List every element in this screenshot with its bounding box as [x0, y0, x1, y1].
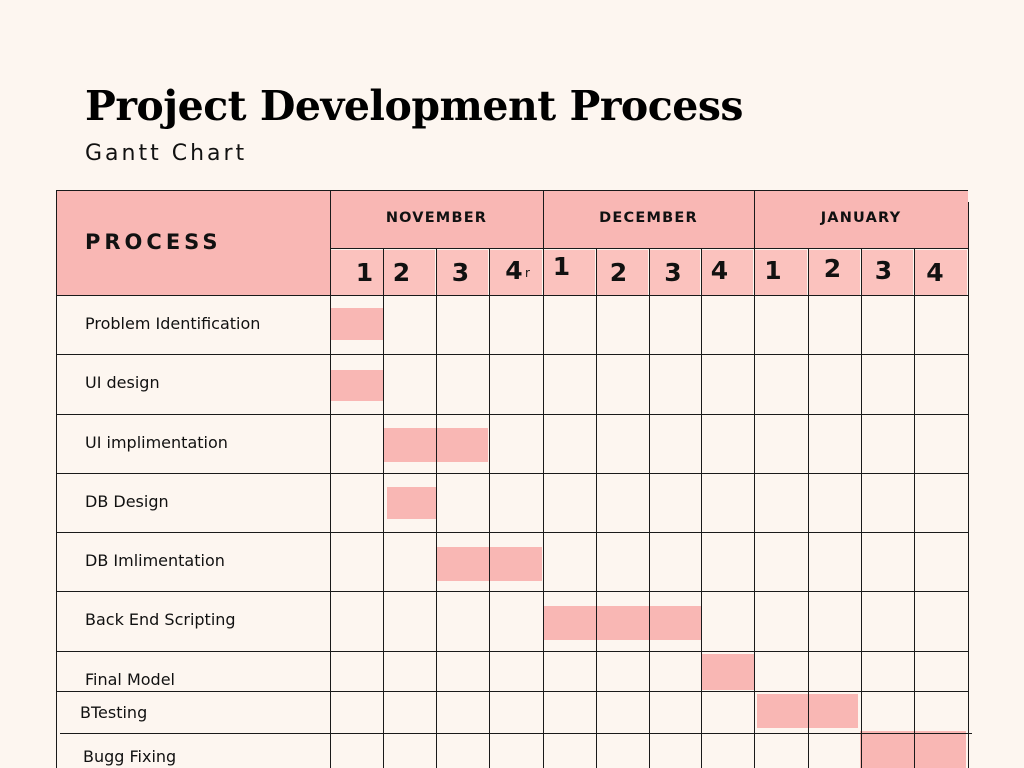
grid-line-week-sep — [383, 248, 384, 768]
week-label: 4 — [926, 258, 944, 287]
gantt-bar — [331, 370, 383, 401]
week-header-cell — [384, 250, 435, 295]
month-label-november: NOVEMBER — [385, 210, 488, 226]
week-header-cell — [809, 250, 860, 295]
process-column-header: PROCESS — [85, 230, 222, 254]
week-label: 2 — [823, 254, 842, 283]
week-label: 3 — [664, 258, 682, 287]
task-label: DB Design — [85, 492, 169, 511]
grid-line-week-sep — [701, 248, 702, 768]
grid-line-process-sep — [330, 190, 331, 768]
gantt-bar — [387, 487, 436, 519]
task-label: DB Imlimentation — [85, 551, 225, 570]
month-label-january: JANUARY — [820, 210, 902, 226]
grid-line-row — [56, 354, 968, 355]
grid-line-week-sep — [596, 248, 597, 768]
week-label: 4 — [505, 256, 523, 285]
grid-line-week-sep — [968, 202, 969, 768]
gantt-bar — [702, 654, 754, 690]
week-label: 3 — [874, 256, 893, 285]
grid-line-row — [56, 295, 968, 296]
week-label: 3 — [451, 258, 470, 287]
week-header-cell — [862, 250, 913, 295]
task-label: Back End Scripting — [85, 610, 236, 629]
grid-line-week-sep — [489, 248, 490, 768]
grid-line-month-sep — [754, 190, 755, 768]
week-header-cell — [702, 250, 753, 295]
week-header-cell — [597, 250, 648, 295]
grid-line-row — [56, 473, 968, 474]
grid-line-row — [56, 414, 968, 415]
stray-mark: r — [525, 266, 530, 280]
week-header-cell — [544, 250, 595, 295]
grid-line-week-sep — [649, 248, 650, 768]
task-label: Bugg Fixing — [83, 747, 177, 766]
month-label-december: DECEMBER — [599, 210, 698, 226]
grid-line-row — [56, 591, 968, 592]
chart-title: Project Development Process — [85, 82, 744, 130]
week-header-cell — [915, 250, 967, 295]
grid-line-row — [56, 651, 968, 652]
week-header-cell — [331, 250, 383, 295]
grid-line-row — [56, 532, 968, 533]
task-label: BTesting — [80, 703, 148, 722]
task-label: UI implimentation — [85, 433, 228, 452]
task-label: Problem Identification — [85, 314, 261, 333]
week-header-cell — [755, 250, 807, 295]
week-label: 2 — [392, 258, 411, 287]
task-label: UI design — [85, 373, 160, 392]
gantt-bar — [757, 694, 858, 728]
grid-line-week-sep — [914, 248, 915, 768]
task-label: Final Model — [85, 670, 175, 689]
chart-subtitle: Gantt Chart — [85, 141, 248, 166]
process-header-cell — [56, 190, 330, 295]
grid-line-row — [56, 691, 968, 692]
grid-line-left — [56, 190, 57, 768]
grid-line-header-top — [56, 190, 968, 191]
week-header-cell — [650, 250, 700, 295]
week-label: 1 — [355, 258, 374, 287]
week-label: 4 — [710, 256, 729, 285]
week-label: 1 — [764, 256, 782, 285]
week-header-cell — [490, 250, 542, 295]
gantt-bar — [860, 731, 966, 768]
week-label: 2 — [609, 258, 628, 287]
week-header-cell — [437, 250, 488, 295]
grid-line-week-sep — [861, 248, 862, 768]
grid-line-row — [60, 733, 972, 734]
week-label: 1 — [552, 252, 571, 281]
month-header-row — [330, 190, 968, 248]
grid-line-month-sep — [543, 190, 544, 768]
grid-line-week-sep — [808, 248, 809, 768]
grid-line-week-sep — [436, 248, 437, 768]
gantt-bar — [331, 308, 384, 340]
gantt-bar — [543, 606, 701, 640]
